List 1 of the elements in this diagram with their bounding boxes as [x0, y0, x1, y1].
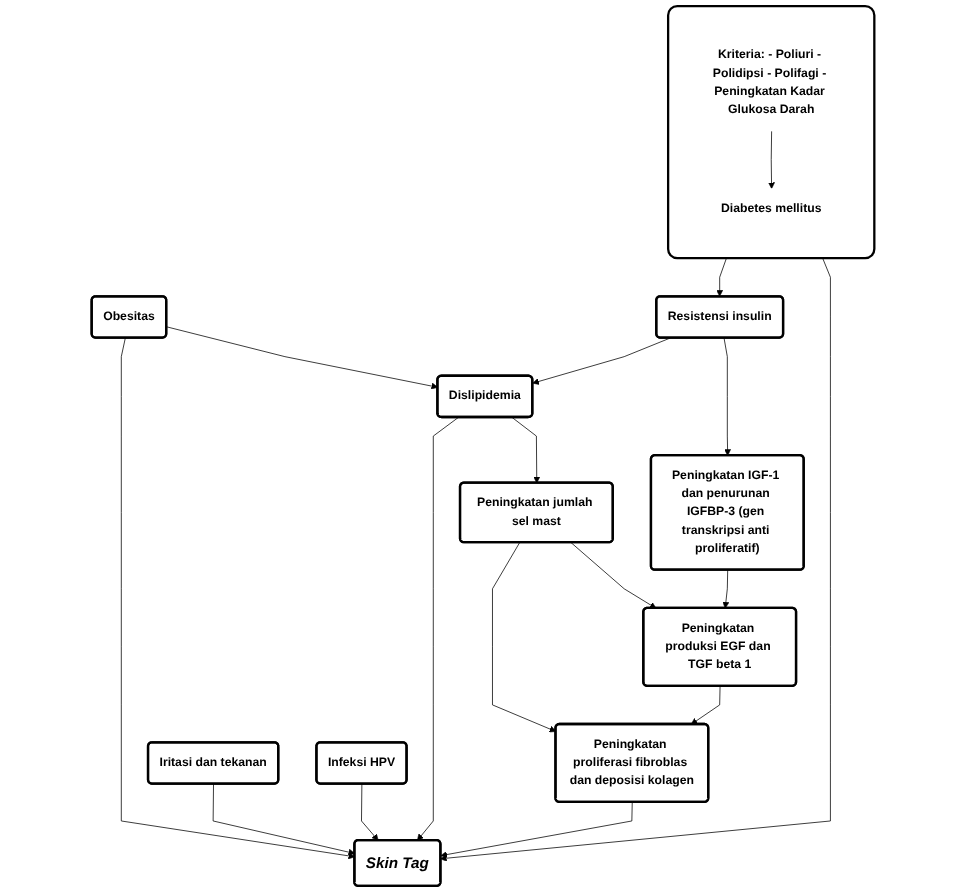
- cluster: [667, 4, 876, 260]
